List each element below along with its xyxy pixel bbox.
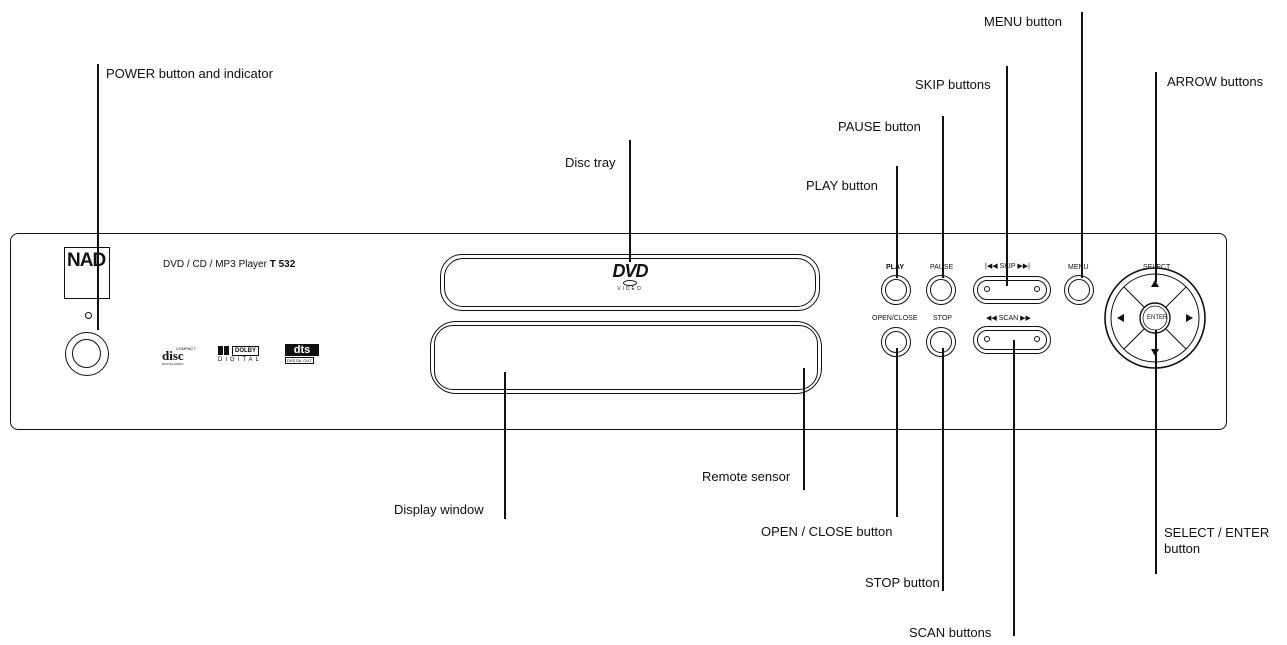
skip-forward-icon: ▶▶| bbox=[1017, 263, 1030, 270]
pause-leader-line bbox=[942, 116, 944, 278]
callout-arrow: ARROW buttons bbox=[1167, 74, 1264, 89]
menu-button[interactable] bbox=[1064, 275, 1094, 305]
play-button[interactable] bbox=[881, 275, 911, 305]
open-close-leader-line bbox=[896, 348, 898, 517]
power-leader-line bbox=[97, 64, 99, 330]
callout-scan: SCAN buttons bbox=[909, 625, 992, 640]
disc-tray-leader-line bbox=[629, 140, 631, 262]
play-label: PLAY bbox=[886, 264, 904, 271]
remote-sensor-leader-line bbox=[803, 368, 805, 490]
nad-logo-text: NAD bbox=[67, 250, 106, 271]
skip-leader-line bbox=[1006, 66, 1008, 286]
callout-skip: SKIP buttons bbox=[915, 77, 991, 92]
play-leader-line bbox=[896, 166, 898, 278]
scan-buttons[interactable] bbox=[973, 326, 1051, 354]
dolby-digital-logo: DOLBY DIGITAL bbox=[218, 346, 262, 363]
stop-button[interactable] bbox=[926, 327, 956, 357]
callout-play: PLAY button bbox=[806, 178, 878, 193]
callout-select-enter: SELECT / ENTER button bbox=[1164, 525, 1270, 556]
callout-pause: PAUSE button bbox=[838, 119, 921, 134]
stop-label: STOP bbox=[933, 315, 952, 322]
scan-back-icon: ◀◀ bbox=[986, 315, 997, 322]
arrow-leader-line bbox=[1155, 72, 1157, 282]
callout-stop: STOP button bbox=[865, 575, 940, 590]
power-button[interactable] bbox=[65, 332, 109, 376]
callout-open-close: OPEN / CLOSE button bbox=[761, 524, 893, 539]
callout-menu: MENU button bbox=[984, 14, 1063, 29]
power-indicator bbox=[85, 312, 92, 319]
nad-logo: NAD bbox=[64, 247, 110, 299]
power-button-inner bbox=[72, 339, 101, 368]
callout-power: POWER button and indicator bbox=[106, 66, 273, 81]
scan-label: ◀◀ SCAN ▶▶ bbox=[986, 315, 1031, 322]
scan-leader-line bbox=[1013, 340, 1015, 636]
select-enter-leader-line bbox=[1155, 330, 1157, 574]
arrow-up-icon bbox=[1151, 280, 1159, 287]
compact-disc-logo: COMPACT disc DIGITAL AUDIO bbox=[162, 346, 196, 366]
arrow-right-icon bbox=[1186, 314, 1193, 322]
model-text: DVD / CD / MP3 Player T 532 bbox=[163, 259, 296, 270]
dvd-video-logo: DVD VIDEO bbox=[612, 261, 648, 292]
stop-leader-line bbox=[942, 348, 944, 591]
scan-forward-icon: ▶▶ bbox=[1020, 315, 1031, 322]
arrow-left-icon bbox=[1117, 314, 1124, 322]
menu-leader-line bbox=[1081, 12, 1083, 278]
callout-disc-tray: Disc tray bbox=[565, 155, 616, 170]
pause-label: PAUSE bbox=[930, 264, 953, 271]
display-window bbox=[430, 321, 822, 394]
callout-display-window: Display window bbox=[394, 502, 484, 517]
dts-logo: dts DIGITAL OUT bbox=[285, 344, 321, 364]
display-window-leader-line bbox=[504, 372, 506, 519]
skip-buttons[interactable] bbox=[973, 276, 1051, 304]
open-close-label: OPEN/CLOSE bbox=[872, 315, 918, 322]
skip-back-icon: |◀◀ bbox=[985, 263, 998, 270]
menu-label: MENU bbox=[1068, 264, 1089, 271]
pause-button[interactable] bbox=[926, 275, 956, 305]
callout-remote-sensor: Remote sensor bbox=[702, 469, 791, 484]
enter-label: ENTER bbox=[1147, 315, 1168, 321]
